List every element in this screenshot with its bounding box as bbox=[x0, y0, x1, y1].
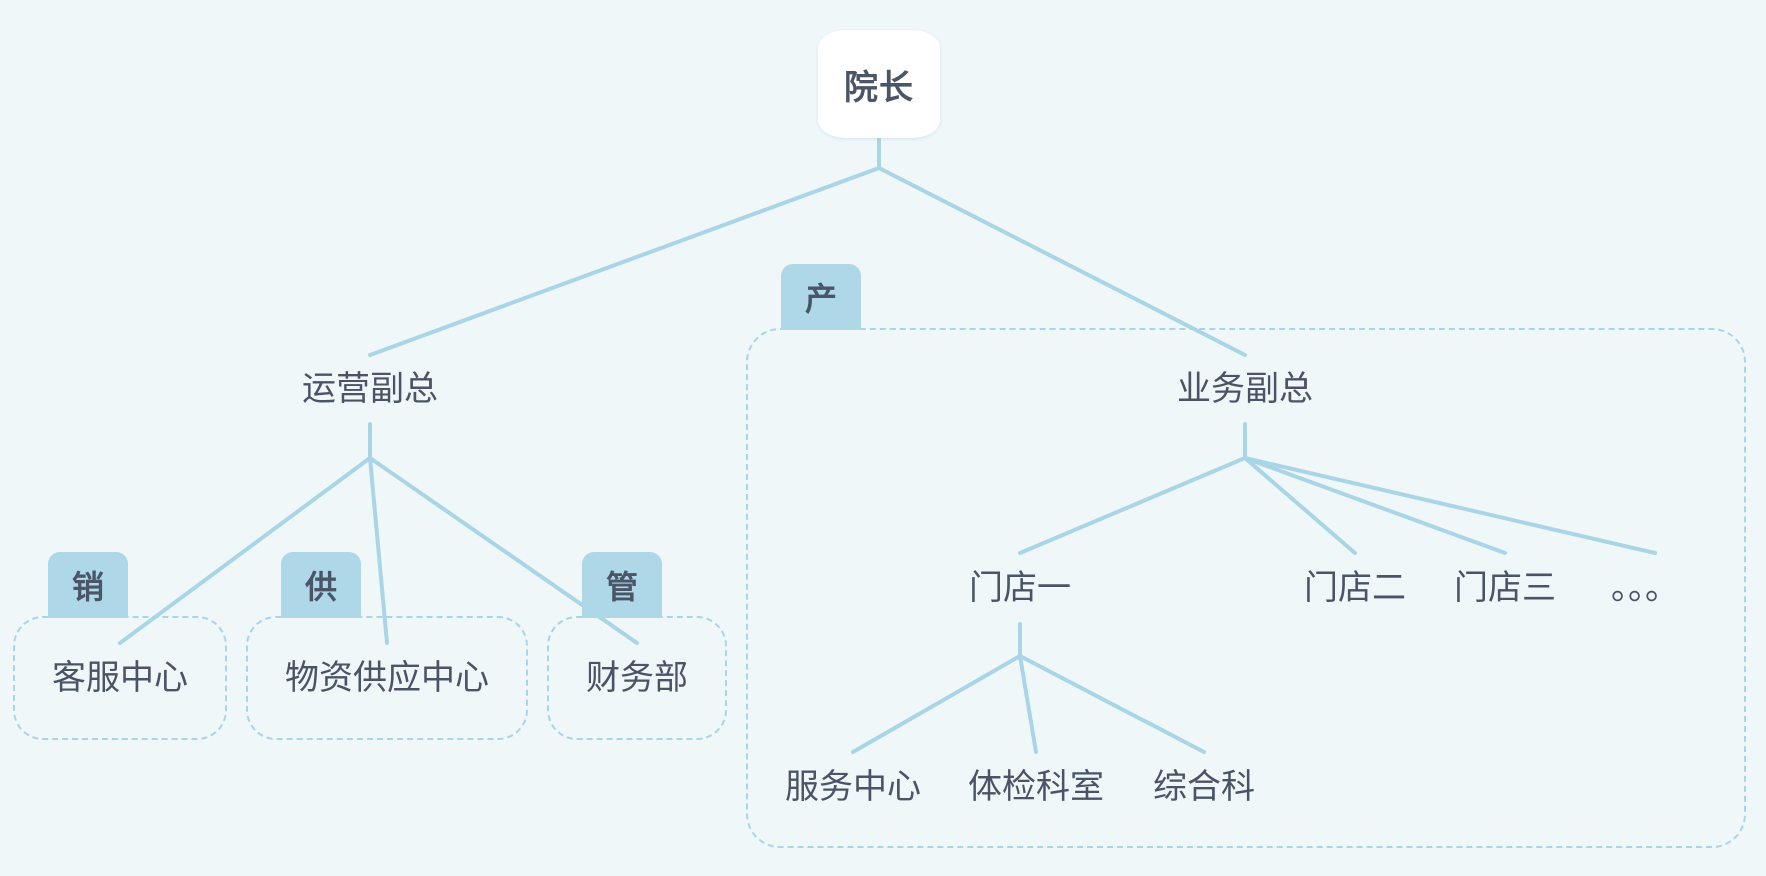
group-tab-production: 产 bbox=[781, 264, 861, 330]
group-tab-sales: 销 bbox=[48, 552, 128, 618]
group-tab-supply: 供 bbox=[281, 552, 361, 618]
connector-root-ops-vp bbox=[368, 166, 881, 357]
connector-store1-tijian bbox=[1018, 654, 1038, 754]
node-biz-vp[interactable]: 业务副总 bbox=[1177, 369, 1313, 409]
node-service-center[interactable]: 服务中心 bbox=[785, 767, 921, 807]
root-node-director[interactable]: 院长 bbox=[818, 30, 940, 138]
group-box-supply bbox=[246, 616, 528, 740]
group-tab-management: 管 bbox=[582, 552, 662, 618]
connector-store1-fuwu bbox=[851, 654, 1022, 754]
connector-biz-store2 bbox=[1243, 456, 1357, 555]
node-store-2[interactable]: 门店二 bbox=[1304, 568, 1406, 608]
connector-biz-more bbox=[1243, 456, 1657, 555]
connector-ops-kefu bbox=[118, 456, 372, 645]
node-general-dept[interactable]: 综合科 bbox=[1153, 767, 1255, 807]
node-finance[interactable]: 财务部 bbox=[586, 658, 688, 698]
node-physical-exam[interactable]: 体检科室 bbox=[968, 767, 1104, 807]
connector-root-biz-vp bbox=[877, 166, 1247, 357]
group-box-production bbox=[746, 328, 1746, 848]
node-supply-center[interactable]: 物资供应中心 bbox=[285, 658, 489, 698]
root-label: 院长 bbox=[844, 67, 914, 108]
node-store-more[interactable]: 。。。 bbox=[1611, 568, 1679, 608]
node-ops-vp[interactable]: 运营副总 bbox=[302, 369, 438, 409]
node-store-3[interactable]: 门店三 bbox=[1454, 568, 1556, 608]
node-customer-service[interactable]: 客服中心 bbox=[52, 658, 188, 698]
connector-store1-zonghe bbox=[1018, 654, 1206, 754]
connector-biz-store1 bbox=[1018, 456, 1247, 555]
node-store-1[interactable]: 门店一 bbox=[969, 568, 1071, 608]
connector-biz-store3 bbox=[1243, 456, 1507, 555]
connector-ops-wuzi bbox=[368, 456, 389, 645]
